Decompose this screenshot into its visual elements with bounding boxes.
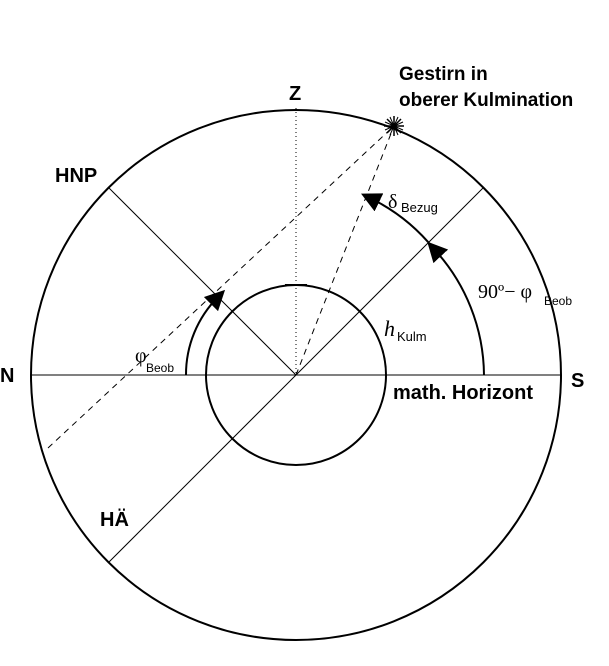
delta-label: δ Bezug (388, 191, 438, 215)
star-burst-icon (384, 116, 404, 136)
north-label: N (0, 365, 14, 387)
h-subscript: Kulm (397, 329, 427, 344)
delta-subscript: Bezug (401, 200, 438, 215)
polar-axis-line (108, 187, 297, 376)
parallel-dashed-line (47, 125, 395, 449)
phi-symbol: φ (135, 345, 147, 367)
phi-label: φ Beob (135, 345, 174, 375)
delta-arc (361, 193, 435, 250)
zenith-label: Z (289, 83, 301, 105)
star-label-line2: oberer Kulmination (399, 90, 573, 111)
colatitude-arc (427, 241, 485, 376)
colatitude-label: 90º− φ Beob (478, 281, 572, 308)
phi-arc (184, 289, 226, 376)
horizon-label: math. Horizont (393, 382, 533, 404)
celestial-equator-label: HÄ (100, 508, 129, 531)
colatitude-subscript: Beob (544, 294, 572, 308)
south-label: S (571, 370, 584, 392)
star-direction-dashed-line (295, 125, 395, 376)
h-kulm-label: h Kulm (384, 316, 427, 344)
star-label-line1: Gestirn in (399, 64, 488, 85)
h-symbol: h (384, 316, 395, 341)
celestial-pole-label: HNP (55, 165, 97, 187)
delta-symbol: δ (388, 191, 397, 213)
phi-subscript: Beob (146, 361, 174, 375)
colatitude-main: 90º− φ (478, 281, 532, 303)
